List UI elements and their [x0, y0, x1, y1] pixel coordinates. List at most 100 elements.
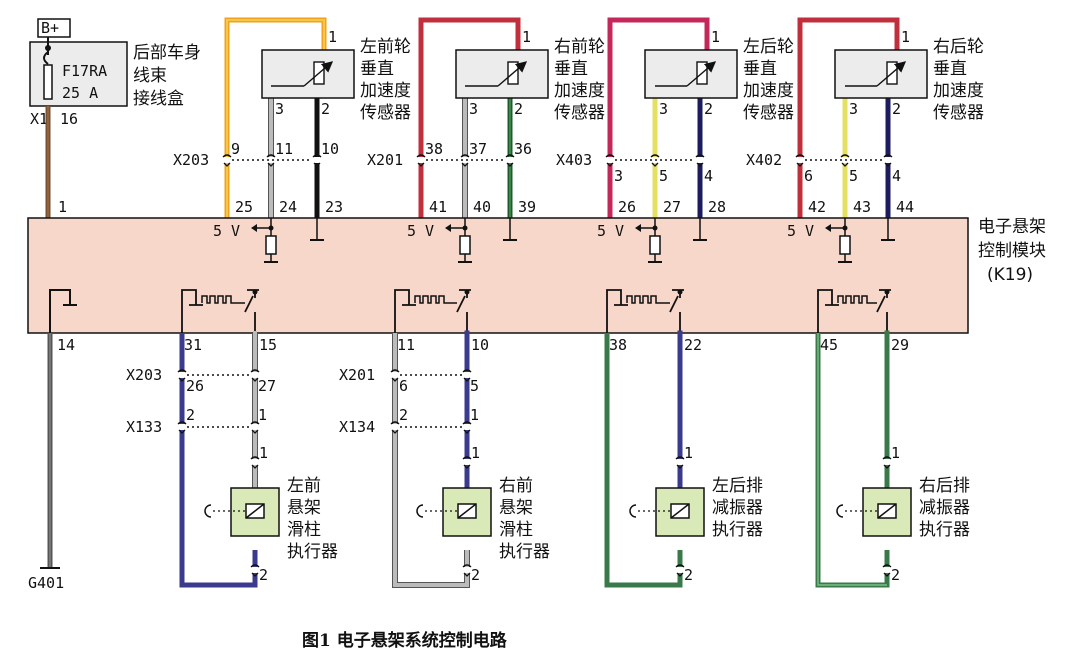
sensor-0-conn-0-arc-top [222, 154, 232, 158]
module-5v-label-0: 5 V [213, 222, 240, 240]
actuator-0-connR-1-gap [251, 424, 259, 430]
sensor-1-connpin-0: 38 [425, 140, 443, 158]
actuator-0-connR-0-gap [251, 372, 259, 378]
driver-switch-node-3 [884, 289, 890, 295]
sensor-3-label-0: 右后轮 [933, 37, 984, 57]
actuator-0-conn1-label: X203 [126, 366, 162, 384]
sensor-0-connpin-0: 9 [231, 140, 240, 158]
sensor-1-label-1: 垂直 [554, 59, 588, 79]
sensor-2-connector-label: X403 [556, 151, 592, 169]
power-supply: B+ F17RA 25 A 后部车身 线束 接线盒 X1 16 1 [29, 18, 201, 218]
actuator-3-top-conn-gap [883, 459, 891, 465]
sensor-1-connector-label: X201 [367, 151, 403, 169]
module-sensor-interface-3: 5 V [787, 218, 895, 263]
actuator-2-modpin-0: 38 [609, 336, 627, 354]
actuator-1-pin1-label: 1 [471, 444, 480, 462]
driver-switch-0 [244, 289, 259, 333]
sensor-2-supply-wire [607, 17, 710, 218]
sensor-1-conn-2-arc-bot [506, 162, 514, 167]
sensor-3-pin3-label: 3 [849, 100, 858, 118]
driver-ground-3 [817, 289, 839, 333]
actuator-1-magnet-icon [416, 504, 424, 518]
5v-arrow-1 [445, 224, 451, 232]
actuator-1-connR-0-gap [463, 372, 471, 378]
x1-pin-label: 16 [60, 110, 78, 128]
sensor-0-box [261, 49, 355, 99]
module-sensor-interface-0: 5 V [213, 218, 324, 263]
sensor-0-label-3: 传感器 [360, 103, 411, 123]
actuator-2-pin2-label: 2 [684, 566, 693, 584]
actuator-0-coil-slash [245, 503, 265, 519]
actuator-3-modpin-1: 29 [891, 336, 909, 354]
actuator-0-label-0: 左前 [287, 476, 321, 496]
actuator-0-modpin-0: 31 [184, 336, 202, 354]
sensor-2-conn-1-arc-bot [651, 162, 659, 167]
sensor-1-label-0: 右前轮 [554, 37, 605, 57]
sensor-2-label-1: 垂直 [743, 59, 777, 79]
module-pin-power: 1 [58, 198, 67, 216]
sensor-3-label-1: 垂直 [933, 59, 967, 79]
sensor-3-conn-2-gap [884, 157, 892, 163]
sensor-0-conn-1-arc-bot [267, 162, 275, 167]
actuator-0-bot-conn-gap [251, 567, 259, 573]
actuator-0-connR-1-arc-bot [251, 429, 259, 434]
actuator-3-label-2: 执行器 [919, 520, 970, 540]
pullup-resistor-0 [265, 235, 277, 255]
pullup-node-3 [842, 225, 848, 231]
actuator-0-bot-conn-arc-top [250, 564, 260, 568]
sensor-3-conn-0-gap [796, 157, 804, 163]
actuator-1-connL-0-arc-bot [391, 377, 399, 382]
sensor-2-label-3: 传感器 [743, 103, 794, 123]
module-driver-2 [606, 289, 684, 333]
x1-connector-label: X1 [30, 110, 48, 128]
sensor-0-conn-0-gap [223, 157, 231, 163]
sensor-1-connpin-2: 36 [514, 140, 532, 158]
actuator-1-conn1-label: X201 [339, 366, 375, 384]
sensor-0-arrow [303, 61, 334, 87]
sensor-0-conn-2-arc-top [312, 154, 322, 158]
actuator-3-label-0: 右后排 [919, 476, 970, 496]
sensor-1-conn-0-arc-top [416, 154, 426, 158]
actuator-0-pin2-label: 2 [259, 566, 268, 584]
pullup-node-1 [462, 225, 468, 231]
sensor-2-modpin-2: 28 [708, 198, 726, 216]
actuator-1-connR-0-arc-bot [463, 377, 471, 382]
pullup-node-2 [652, 225, 658, 231]
actuator-0-top-conn-arc-top [250, 456, 260, 460]
sensor-3-modpin-2: 44 [896, 198, 914, 216]
sensor-2-modpin-0: 26 [618, 198, 636, 216]
actuator-1-label-0: 右前 [499, 476, 533, 496]
driver-ground-0 [181, 289, 203, 333]
sensor-1-arrow [497, 61, 528, 87]
module-label-2: 控制模块 [978, 241, 1046, 261]
sensor-3-connector-label: X402 [746, 151, 782, 169]
junction-box-label-1: 后部车身 [133, 43, 201, 63]
actuator-1-conn2-label: X134 [339, 418, 375, 436]
fuse-rating: 25 A [62, 84, 98, 102]
actuator-2-bot-conn-arc-top [675, 564, 685, 568]
actuator-0-conn2-pinL: 2 [186, 406, 195, 424]
pullup-resistor-2 [649, 235, 661, 255]
sensor-2-pin3-label: 3 [659, 100, 668, 118]
actuator-3-coil-slash [877, 503, 897, 519]
sensor-2-arrow [686, 61, 717, 87]
actuator-0-connR-0-arc-top [250, 369, 260, 373]
sensor-2-label-2: 加速度 [743, 81, 794, 101]
actuator-1-label-3: 执行器 [499, 542, 550, 562]
sensor-3-arrow [876, 61, 907, 87]
actuator-1-connL-0-gap [391, 372, 399, 378]
pullup-node-0 [268, 225, 274, 231]
actuator-2-top-conn-arc-bot [676, 464, 684, 469]
actuator-0-bot-conn-arc-bot [251, 572, 259, 577]
actuator-0-label-1: 悬架 [287, 498, 321, 518]
module-label-3: (K19) [987, 265, 1033, 285]
sensor-2-pin1-label: 1 [711, 28, 720, 46]
fuse-name: F17RA [62, 62, 107, 80]
sensor-2-conn-0-gap [606, 157, 614, 163]
module-driver-3 [817, 289, 891, 333]
